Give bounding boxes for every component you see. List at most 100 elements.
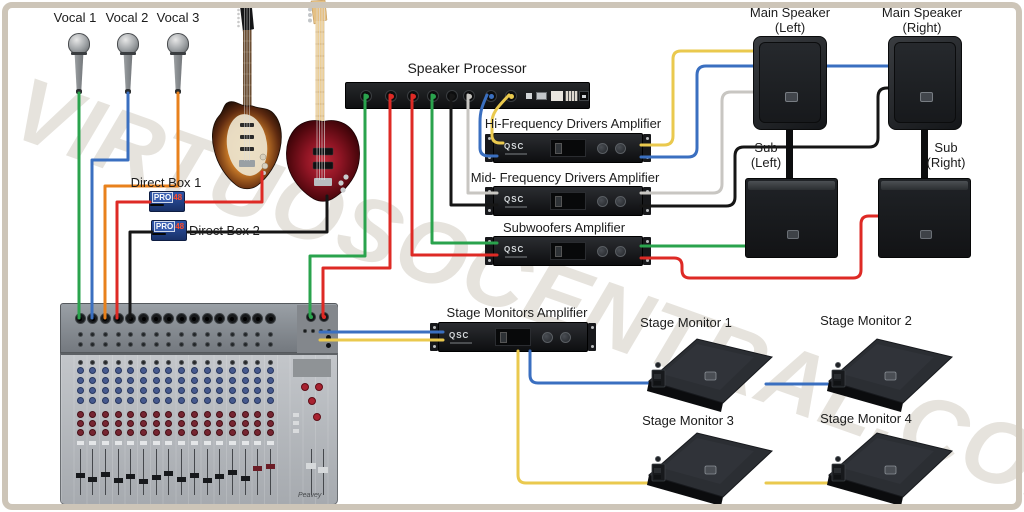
amp-model-bar xyxy=(505,206,527,208)
fader-track xyxy=(155,449,157,495)
insert-jack xyxy=(191,341,197,347)
eq-knob xyxy=(203,366,211,374)
eq-knob xyxy=(165,376,173,384)
cable-vocal3 xyxy=(103,91,180,320)
aux-knob xyxy=(254,410,262,418)
monitor-wedge xyxy=(827,338,954,412)
amp-brand-logo: QSC xyxy=(504,195,525,204)
gain-knob xyxy=(597,246,608,257)
aux-knob xyxy=(267,410,274,418)
power-switch xyxy=(555,246,562,257)
amp-faceplate: QSC xyxy=(493,133,643,163)
eq-knob xyxy=(165,396,173,404)
channel-xlr-hole xyxy=(179,316,184,321)
rack-ear xyxy=(643,237,651,265)
fader-track xyxy=(117,449,119,495)
insert-jack xyxy=(90,341,96,347)
channel-xlr-hole xyxy=(255,316,260,321)
jbl-logo xyxy=(919,92,933,103)
label-vocal1: Vocal 1 xyxy=(53,10,97,25)
eq-knob xyxy=(76,396,84,404)
aux-knob xyxy=(216,419,224,427)
eq-knob xyxy=(216,366,224,374)
amp-brand-logo: QSC xyxy=(504,142,525,151)
insert-jack xyxy=(268,341,273,347)
eq-knob xyxy=(178,366,186,374)
line-jack xyxy=(179,331,185,337)
aux-knob xyxy=(152,419,160,427)
eq-knob xyxy=(152,376,160,384)
label-sub-right-2: (Right) xyxy=(926,155,966,170)
label-monitor3: Stage Monitor 3 xyxy=(642,413,734,428)
gain-knob xyxy=(542,332,553,343)
mic-band xyxy=(71,52,87,55)
mute-button xyxy=(241,441,249,445)
main-speaker-left xyxy=(753,36,827,130)
ethernet-port xyxy=(536,92,547,100)
cable-hiamp-mainright xyxy=(639,64,893,159)
eq-knob xyxy=(152,396,160,404)
label-sub-left-2: (Left) xyxy=(750,155,782,170)
label-main-right-1: Main Speaker xyxy=(881,5,963,20)
xlr-plug-blue xyxy=(488,93,494,99)
aux-knob xyxy=(190,428,198,436)
label-main-right-2: (Right) xyxy=(902,20,942,35)
fader-cap xyxy=(189,473,199,478)
label-amp-sub: Subwoofers Amplifier xyxy=(502,220,626,235)
eq-knob xyxy=(267,366,274,374)
eq-knob xyxy=(152,386,160,394)
eq-knob xyxy=(203,396,211,404)
speaker-grille xyxy=(894,42,956,123)
eq-knob xyxy=(101,366,109,374)
jbl-logo xyxy=(704,465,717,475)
eq-knob xyxy=(228,376,236,384)
jbl-logo xyxy=(704,371,717,381)
cable-monamp-monitor3 xyxy=(516,349,652,485)
speaker-pole-right xyxy=(921,126,928,182)
eq-knob xyxy=(203,386,211,394)
label-main-left-2: (Left) xyxy=(774,20,806,35)
gain-knob xyxy=(217,359,223,365)
line-jack xyxy=(229,331,235,337)
aux-knob xyxy=(190,410,198,418)
di-brand-pro: PRO xyxy=(153,221,176,232)
aux-knob xyxy=(114,419,122,427)
gain-knob xyxy=(166,359,172,365)
eq-knob xyxy=(267,376,274,384)
line-jack xyxy=(141,331,146,337)
aux-knob xyxy=(140,419,147,427)
line-jack xyxy=(268,331,273,337)
eq-knob xyxy=(267,396,274,404)
line-jack xyxy=(255,331,261,337)
eq-knob xyxy=(178,396,186,404)
aux-knob xyxy=(216,410,224,418)
power-inlet xyxy=(579,91,589,101)
fader-cap xyxy=(126,474,136,479)
monitor-send-jack-1 xyxy=(325,334,331,340)
mic-body xyxy=(173,55,183,89)
aux-knob xyxy=(89,419,97,427)
channel-xlr-hole xyxy=(217,316,222,321)
aux-knob xyxy=(76,410,84,418)
amp-faceplate: QSC xyxy=(493,236,643,266)
channel-xlr-hole xyxy=(268,316,273,321)
eq-knob xyxy=(254,386,262,394)
fader-track xyxy=(181,449,183,495)
aux-knob xyxy=(89,410,97,418)
mixer-face xyxy=(60,353,338,505)
cable-proc-midamp-r xyxy=(449,93,499,207)
mute-button xyxy=(101,441,109,445)
channel-xlr-hole xyxy=(141,316,146,321)
label-amp-hi: Hi-Frequency Drivers Amplifier xyxy=(484,116,662,131)
line-jack xyxy=(217,331,223,337)
eq-knob xyxy=(228,396,236,404)
cable-proc-midamp-l xyxy=(466,93,499,195)
mute-button xyxy=(140,441,147,445)
eq-knob xyxy=(190,396,198,404)
gain-knob xyxy=(102,359,108,365)
line-jack xyxy=(102,331,108,337)
eq-knob xyxy=(190,376,198,384)
cable-midamp-mainleft xyxy=(639,90,759,195)
channel-xlr-hole xyxy=(154,316,159,321)
